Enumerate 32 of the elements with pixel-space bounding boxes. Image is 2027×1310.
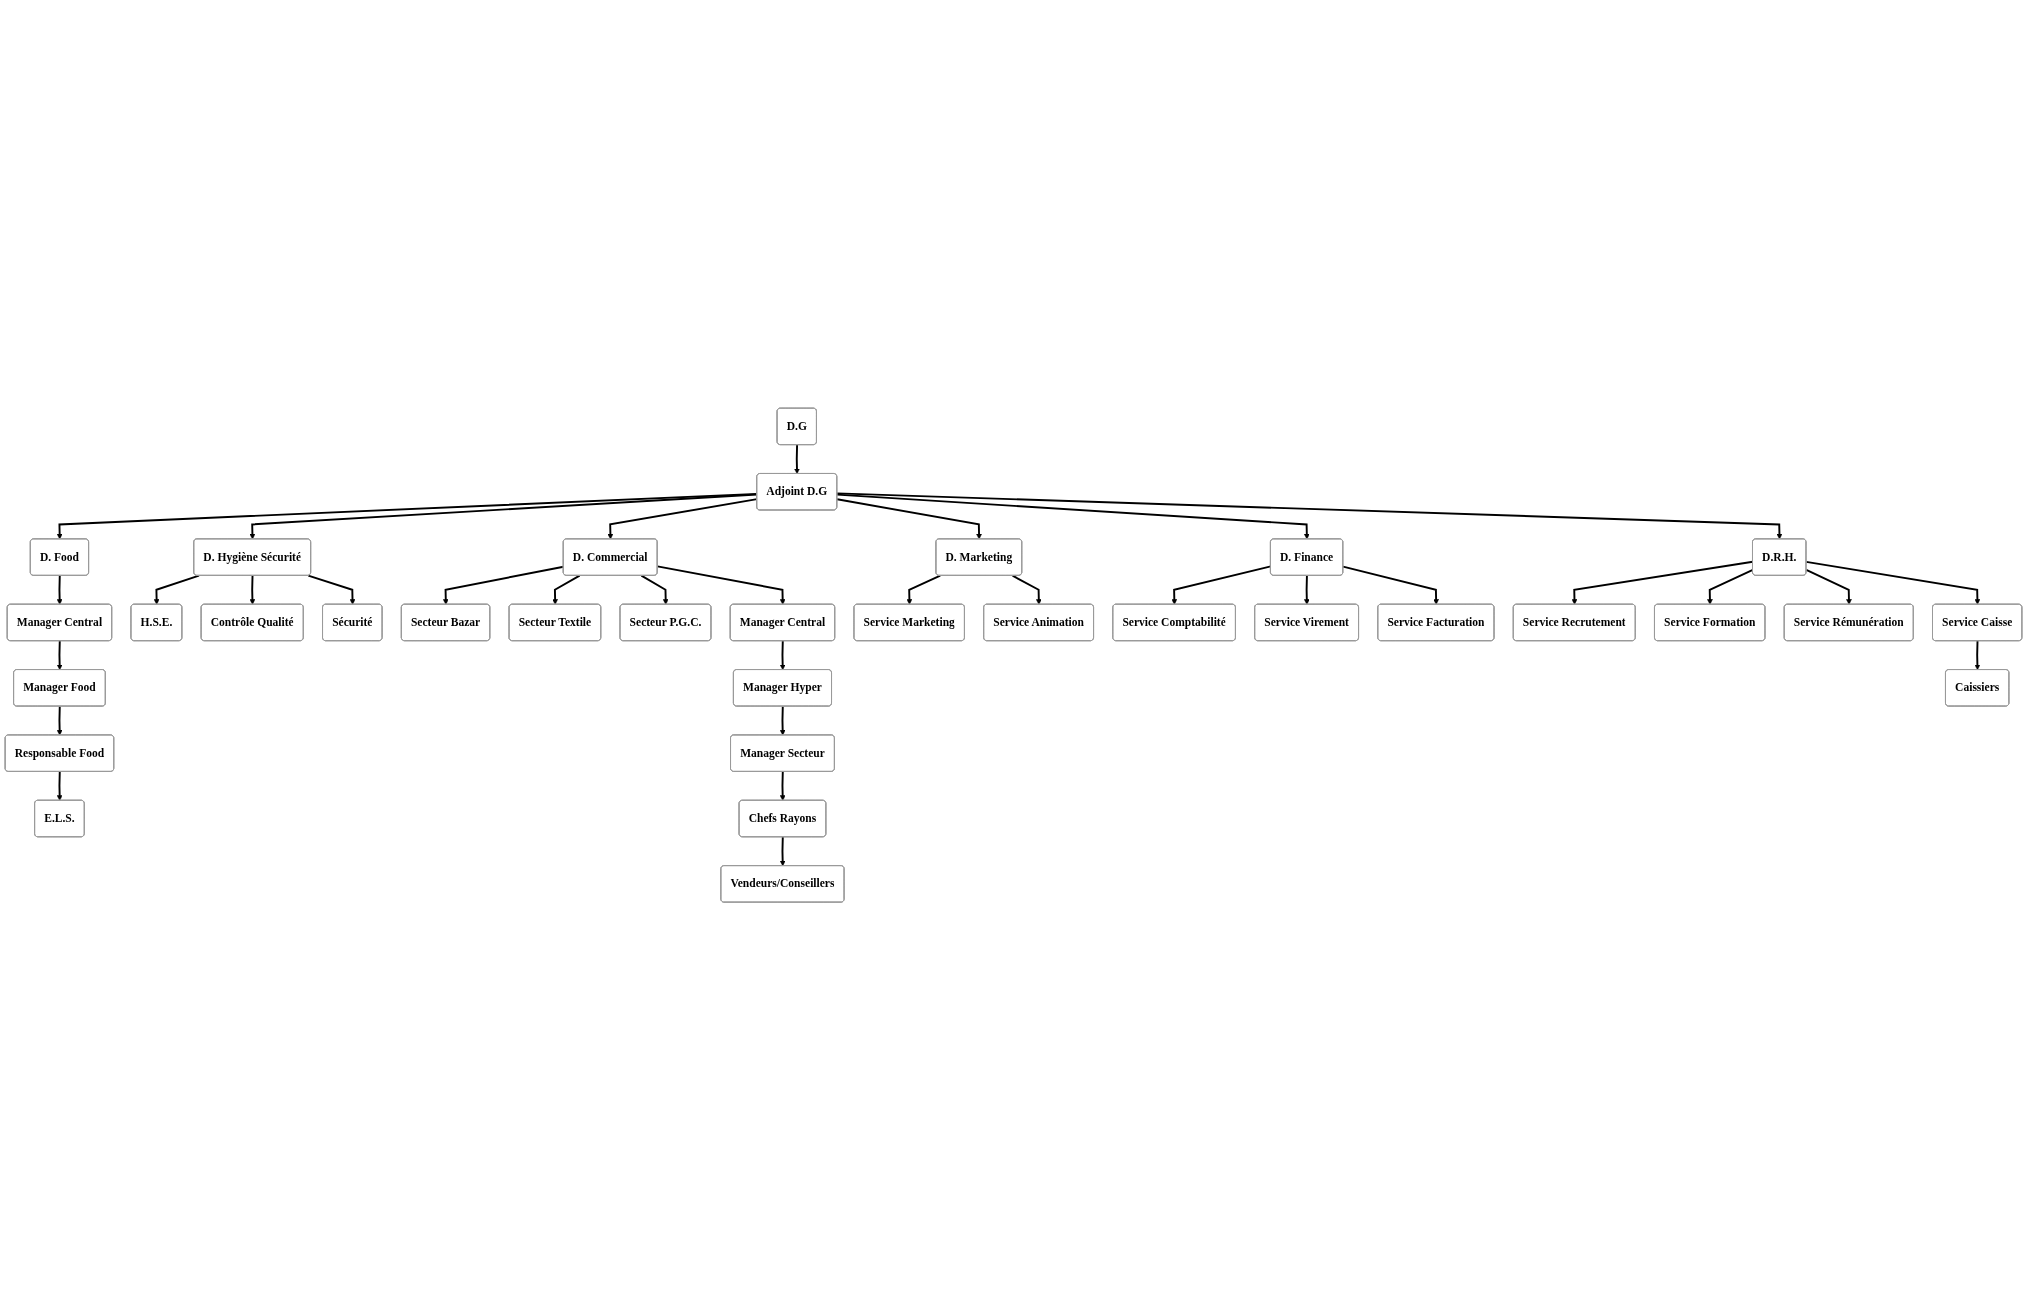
arrow bbox=[906, 574, 942, 605]
arrow bbox=[836, 492, 1783, 540]
arrow bbox=[56, 639, 63, 670]
arrow bbox=[56, 770, 63, 801]
arrow bbox=[779, 836, 786, 867]
arrow bbox=[1011, 574, 1042, 605]
arrow bbox=[153, 574, 200, 605]
arrow bbox=[836, 498, 982, 540]
arrow bbox=[552, 574, 581, 605]
arrow bbox=[249, 574, 256, 605]
arrow bbox=[1171, 565, 1272, 605]
arrow bbox=[607, 498, 758, 540]
arrow bbox=[307, 574, 356, 605]
arrow bbox=[656, 565, 786, 605]
arrow bbox=[779, 639, 786, 670]
arrow bbox=[1805, 560, 1981, 605]
arrow bbox=[56, 574, 63, 605]
arrow bbox=[56, 705, 63, 736]
arrow bbox=[1304, 574, 1310, 605]
arrow bbox=[1342, 565, 1439, 605]
arrow bbox=[779, 705, 786, 736]
arrow bbox=[640, 574, 669, 605]
arrow bbox=[1974, 639, 1981, 670]
arrow bbox=[1707, 568, 1754, 605]
arrow bbox=[249, 493, 758, 540]
arrow bbox=[836, 493, 1310, 540]
arrow bbox=[1571, 560, 1754, 605]
arrow bbox=[56, 492, 758, 540]
arrow bbox=[442, 565, 565, 605]
arrow bbox=[1805, 568, 1852, 605]
arrow bbox=[794, 443, 800, 474]
arrow bbox=[779, 770, 786, 801]
